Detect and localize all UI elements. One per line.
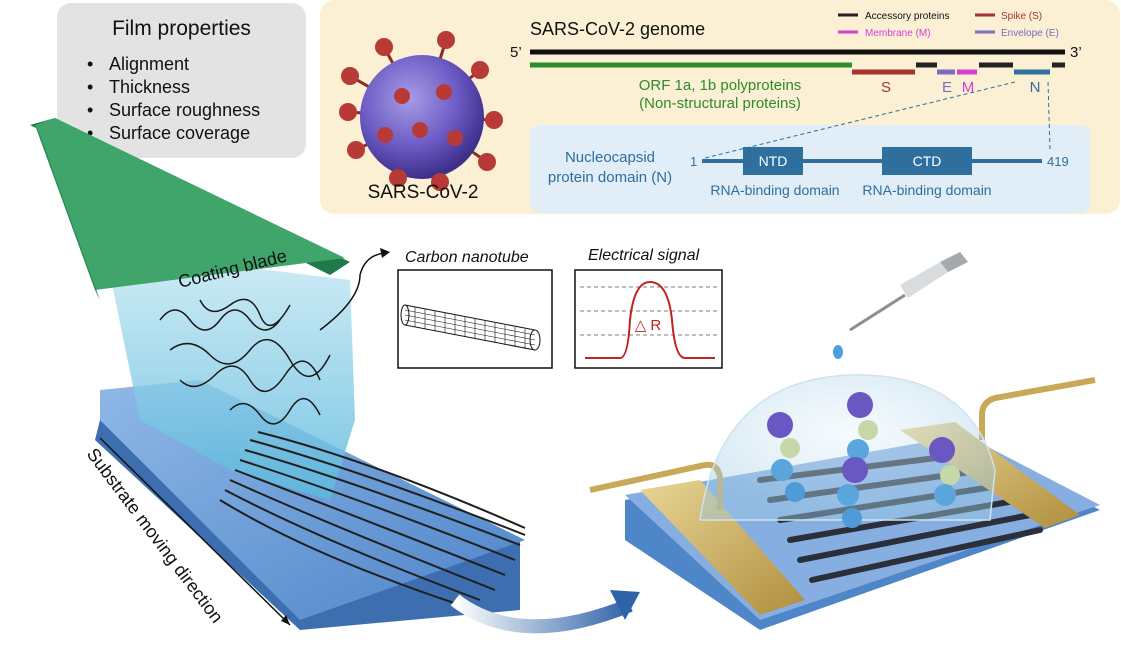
direction-arrow-line	[99, 437, 291, 626]
ntd-description: RNA-binding domain	[710, 182, 839, 198]
sensor-device-illustration	[589, 252, 1100, 630]
legend-envelope-label: Envelope (E)	[1001, 28, 1059, 39]
process-arrowhead	[610, 590, 640, 620]
direction-arrow-head	[281, 615, 290, 625]
ntd-block	[743, 147, 803, 175]
nucleocapsid-title-1: Nucleocapsid	[565, 149, 655, 166]
signal-curve	[585, 280, 715, 359]
orf-label-2: (Non-structural proteins)	[639, 95, 801, 112]
virus-label: SARS-CoV-2	[368, 182, 479, 203]
gene-e-label: E	[942, 79, 952, 96]
signal-inset-title: Electrical signal	[588, 247, 700, 264]
list-item: Surface coverage	[87, 122, 260, 145]
coating-setup-illustration	[30, 118, 526, 630]
virus-illustration	[339, 31, 503, 191]
signal-inset-frame	[574, 269, 723, 369]
film-properties-list: Alignment Thickness Surface roughness Su…	[87, 53, 260, 145]
list-item: Surface roughness	[87, 99, 260, 122]
genome-3prime: 3’	[1070, 44, 1082, 61]
ctd-description: RNA-binding domain	[862, 182, 991, 198]
cnt-pointer-arrow	[319, 252, 386, 331]
zoom-line-right	[1047, 81, 1051, 151]
film-properties-box: Film properties Alignment Thickness Surf…	[57, 3, 306, 158]
orf-label-1: ORF 1a, 1b polyproteins	[639, 77, 802, 94]
gene-n-label: N	[1030, 79, 1041, 96]
ctd-block	[882, 147, 972, 175]
genome-title: SARS-CoV-2 genome	[530, 19, 705, 39]
list-item: Thickness	[87, 76, 260, 99]
ntd-label: NTD	[759, 153, 788, 169]
cnt-pointer-arrowhead	[380, 248, 390, 258]
signal-gridlines	[580, 286, 717, 336]
list-item: Alignment	[87, 53, 260, 76]
gene-m-label: M	[962, 79, 975, 96]
legend-spike-label: Spike (S)	[1001, 11, 1042, 22]
genome-5prime: 5’	[510, 44, 522, 61]
legend-membrane-label: Membrane (M)	[865, 28, 931, 39]
domain-end: 419	[1047, 154, 1069, 169]
cnt-inset-title: Carbon nanotube	[405, 249, 529, 266]
legend-accessory-label: Accessory proteins	[865, 11, 949, 22]
nucleocapsid-title-2: protein domain (N)	[548, 169, 672, 186]
ctd-label: CTD	[913, 153, 942, 169]
nucleocapsid-panel	[530, 125, 1090, 213]
gene-s-label: S	[881, 79, 891, 96]
process-arrow	[450, 594, 633, 634]
film-properties-title: Film properties	[112, 17, 251, 40]
delta-r-label: △ R	[635, 317, 662, 334]
carbon-nanotube-image	[400, 304, 541, 351]
domain-start: 1	[690, 154, 697, 169]
